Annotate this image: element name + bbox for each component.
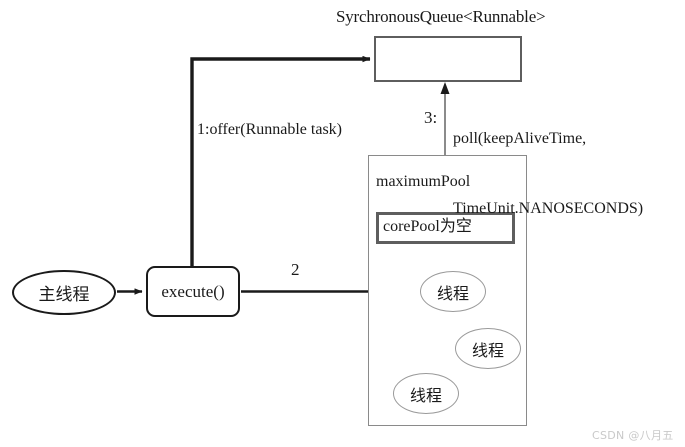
- worker-thread-label: 线程: [471, 340, 504, 360]
- edge-label-poll-line1: poll(keepAliveTime,: [453, 130, 587, 147]
- edge-label-poll: poll(keepAliveTime, TimeUnit.NANOSECONDS…: [453, 89, 643, 259]
- main-thread-ellipse: 主线程: [12, 270, 116, 315]
- csdn-watermark: CSDN @八月五: [592, 429, 674, 442]
- queue-title: SyrchronousQueue<Runnable>: [336, 7, 546, 26]
- main-thread-label: 主线程: [38, 285, 90, 305]
- edge-label-step3: 3:: [424, 108, 438, 127]
- worker-thread-label: 线程: [409, 385, 442, 405]
- edge-label-step2: 2: [291, 260, 300, 279]
- worker-thread-ellipse: 线程: [393, 373, 459, 414]
- worker-thread-ellipse: 线程: [420, 271, 486, 312]
- execute-method-box: execute(): [146, 266, 240, 317]
- edge-execute-to-queue-offer: [190, 55, 371, 266]
- poll-arrowhead-icon: [440, 82, 450, 94]
- maximum-pool-label: maximumPool: [376, 173, 471, 190]
- core-pool-box: [376, 212, 515, 244]
- core-pool-label: corePool为空: [383, 218, 472, 235]
- worker-thread-ellipse: 线程: [455, 328, 521, 369]
- worker-thread-label: 线程: [436, 283, 469, 303]
- synchronous-queue-box: [374, 36, 522, 82]
- edge-label-offer: 1:offer(Runnable task): [197, 121, 342, 138]
- edge-label-poll-line2: TimeUnit.NANOSECONDS): [453, 200, 644, 217]
- execute-method-label: execute(): [161, 281, 225, 301]
